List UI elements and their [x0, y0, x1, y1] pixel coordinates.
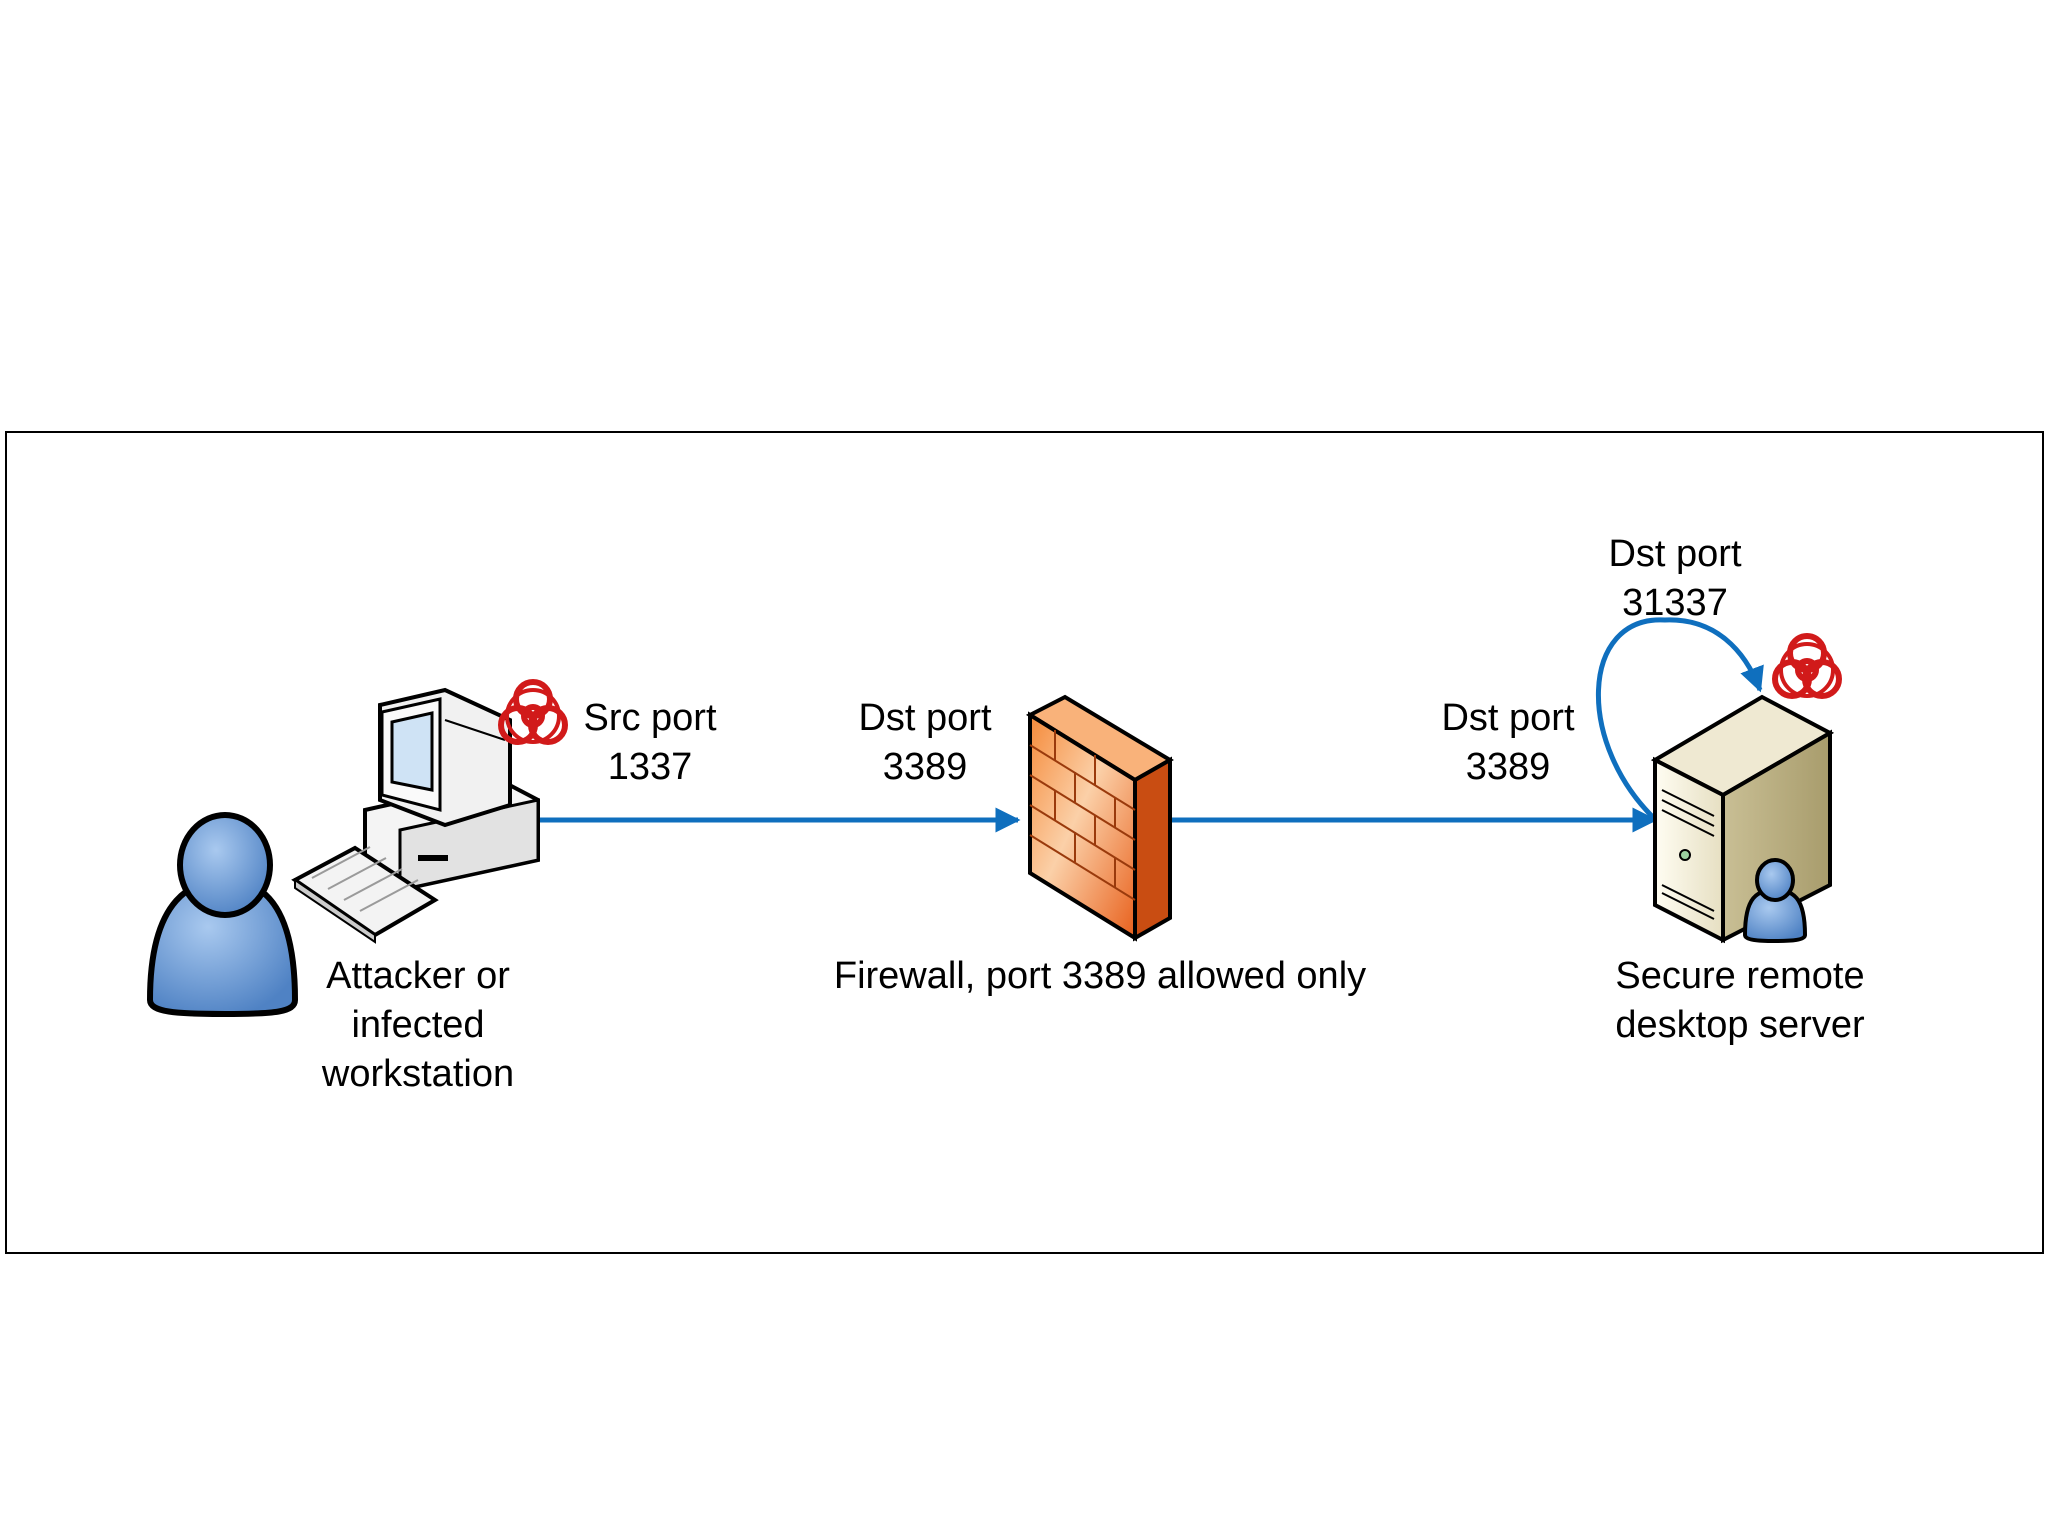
user-icon: [1742, 858, 1808, 944]
attacker-label-line: infected: [351, 1004, 485, 1046]
firewall-icon: [1025, 694, 1174, 942]
server-label-line: Secure remote: [1615, 955, 1865, 997]
dst-port-number: 31337: [1622, 582, 1728, 624]
dst-port-label: Dst port: [858, 697, 992, 739]
node-label-firewall: Firewall, port 3389 allowed only: [780, 952, 1420, 1001]
node-label-server: Secure remote desktop server: [1590, 952, 1890, 1050]
server-icon: [1650, 694, 1835, 944]
firewall-label: Firewall, port 3389 allowed only: [833, 955, 1367, 997]
edge-label-dst-firewall: Dst port 3389: [845, 694, 1005, 792]
attacker-label-line: Attacker or: [326, 955, 510, 997]
edge-label-dst-server: Dst port 3389: [1428, 694, 1588, 792]
user-icon: [146, 812, 299, 1018]
src-port-number: 1337: [607, 746, 693, 788]
workstation-icon: [363, 687, 540, 893]
edge-label-src: Src port 1337: [570, 694, 730, 792]
biohazard-icon: [498, 679, 568, 745]
dst-port-label: Dst port: [1608, 533, 1742, 575]
server-label-line: desktop server: [1615, 1004, 1865, 1046]
edge-label-dst-loop: Dst port 31337: [1595, 530, 1755, 628]
keyboard-icon: [291, 845, 439, 944]
arrow-loop-31337: [1595, 617, 1764, 824]
src-port-label: Src port: [583, 697, 717, 739]
node-label-attacker: Attacker or infected workstation: [298, 952, 538, 1099]
dst-port-number: 3389: [882, 746, 968, 788]
biohazard-icon: [1772, 633, 1842, 699]
dst-port-number: 3389: [1465, 746, 1551, 788]
attacker-label-line: workstation: [321, 1053, 515, 1095]
dst-port-label: Dst port: [1441, 697, 1575, 739]
